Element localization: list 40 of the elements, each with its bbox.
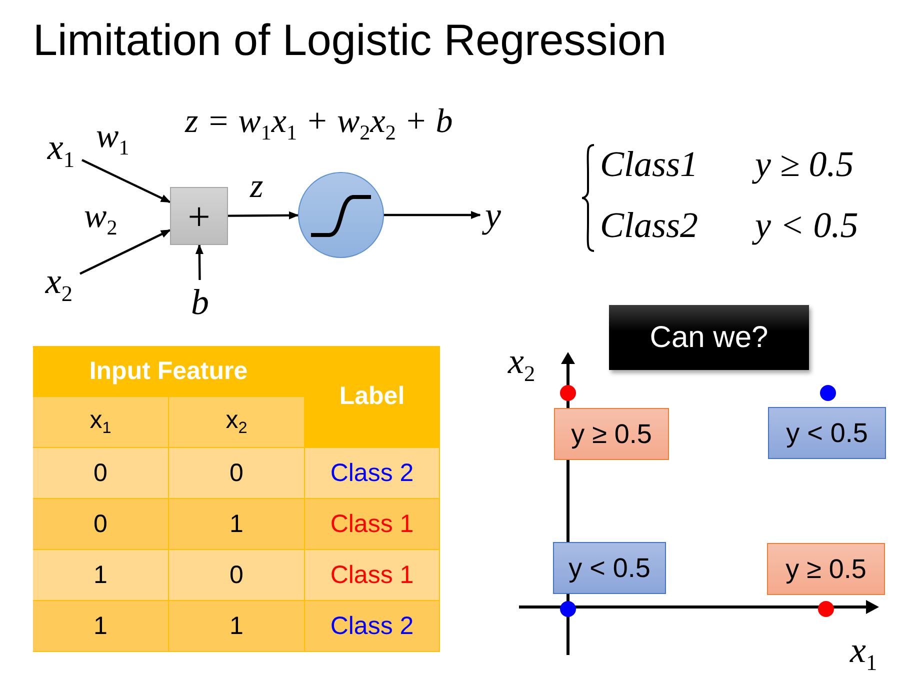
table-cell: 1 (169, 499, 305, 550)
prediction-box: y < 0.5 (553, 542, 666, 594)
edge-label: z (250, 170, 264, 204)
table-cell: Class 1 (305, 499, 440, 550)
table-cell: Class 1 (305, 550, 440, 601)
table-cell: 1 (33, 601, 169, 652)
table-header-cell: x$_{2}$ (169, 397, 305, 448)
slide-title: Limitation of Logistic Regression (33, 16, 666, 66)
table-cell: Class 2 (305, 448, 440, 499)
table-cell: 0 (33, 448, 169, 499)
variable-symbol: x$_{1}$ (40, 128, 82, 172)
table-cell: Class 2 (305, 601, 440, 652)
table-cell: 1 (33, 550, 169, 601)
table-cell: 0 (33, 499, 169, 550)
arrow (384, 211, 481, 219)
prediction-box: y < 0.5 (768, 407, 886, 459)
table-header-cell: Input Feature (33, 346, 305, 397)
arrow (228, 211, 299, 220)
table-cell: 0 (169, 550, 305, 601)
variable-symbol: y (480, 193, 506, 237)
callout-box: Can we? (609, 305, 809, 370)
sum-box: + (170, 187, 228, 245)
edge-label: w$_{2}$ (84, 200, 118, 238)
axis-label: x$_{2}$ (508, 343, 536, 386)
arrow (80, 229, 171, 275)
class-rule: Class2 (600, 207, 698, 243)
arrow (195, 244, 204, 280)
arrow (82, 159, 171, 204)
table-header-cell: x$_{1}$ (33, 397, 169, 448)
variable-symbol: x$_{2}$ (38, 262, 80, 306)
table-cell: 1 (169, 601, 305, 652)
table-header-cell: Label (305, 346, 440, 448)
prediction-box: y ≥ 0.5 (767, 543, 885, 595)
edge-label: w$_{1}$ (96, 120, 130, 158)
equation: z = w$_{1}$x$_{1}$ + w$_{2}$x$_{2}$ + b (185, 105, 453, 144)
axis-label: x$_{1}$ (850, 632, 878, 674)
prediction-box: y ≥ 0.5 (554, 408, 669, 460)
variable-symbol: b (185, 280, 215, 324)
class-rule: Class1 (600, 146, 698, 182)
table-cell: 0 (169, 448, 305, 499)
